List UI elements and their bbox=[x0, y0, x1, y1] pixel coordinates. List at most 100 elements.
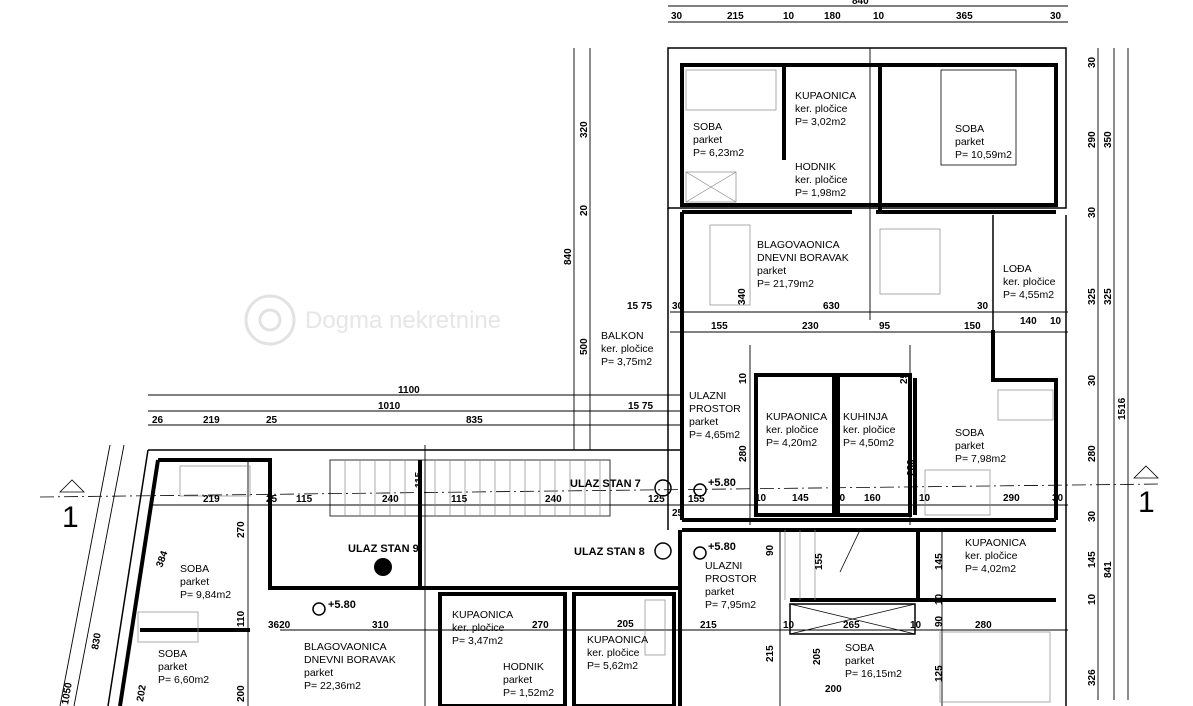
dimension-value: 30 bbox=[671, 11, 683, 22]
room-label-text: KUPAONICA bbox=[766, 411, 827, 423]
dimension-value: 830 bbox=[90, 632, 104, 651]
furniture bbox=[137, 69, 1054, 703]
dimension-value: 202 bbox=[135, 684, 149, 703]
dimension-value: 215 bbox=[727, 11, 744, 22]
dimension-value: 280 bbox=[1087, 445, 1098, 462]
dimension-value: 3620 bbox=[268, 620, 291, 631]
room-label-text: ker. pločice bbox=[843, 424, 896, 436]
room-label-text: P= 1,52m2 bbox=[503, 687, 554, 699]
dimension-value: 280 bbox=[738, 445, 749, 462]
dimension-value: 1100 bbox=[398, 385, 420, 396]
dimension-value: 25 bbox=[672, 508, 684, 519]
room-label-text: P= 6,23m2 bbox=[693, 147, 744, 159]
room-label-text: parket bbox=[757, 265, 786, 277]
dimension-value: 110 bbox=[236, 610, 247, 627]
dimension-value: 240 bbox=[382, 494, 399, 505]
dimension-value: 160 bbox=[864, 493, 881, 504]
room-label-text: HODNIK bbox=[503, 661, 544, 673]
dimension-value: 350 bbox=[1103, 131, 1114, 148]
room-label-text: parket bbox=[845, 655, 874, 667]
room-label-text: P= 9,84m2 bbox=[180, 589, 231, 601]
dimension-value: 200 bbox=[825, 684, 842, 695]
room-label-text: P= 10,59m2 bbox=[955, 149, 1012, 161]
room-label-text: parket bbox=[955, 440, 984, 452]
dimension-value: 115 bbox=[414, 471, 425, 488]
section-marker-left: 1 bbox=[62, 501, 79, 534]
room-label-text: P= 6,60m2 bbox=[158, 674, 209, 686]
room-label-text: ker. pločice bbox=[766, 424, 819, 436]
dimension-value: 26 bbox=[152, 415, 164, 426]
room-label-text: SOBA bbox=[693, 121, 722, 133]
room-label-text: parket bbox=[304, 667, 333, 679]
level-mark: +5.80 bbox=[708, 477, 736, 489]
dimension-value: 30 bbox=[1087, 374, 1098, 386]
entrance-arrow-icon bbox=[654, 542, 672, 560]
dimension-value: 215 bbox=[700, 620, 717, 631]
dimension-value: 630 bbox=[823, 301, 840, 312]
dimension-value: 840 bbox=[563, 248, 574, 265]
dimension-value: 205 bbox=[617, 619, 634, 630]
dimension-value: 1010 bbox=[378, 401, 401, 412]
room-label-text: P= 4,65m2 bbox=[689, 429, 740, 441]
dimension-value: 10 bbox=[755, 493, 767, 504]
room-label-text: KUPAONICA bbox=[795, 90, 856, 102]
room-label-text: P= 22,36m2 bbox=[304, 680, 361, 692]
level-mark: +5.80 bbox=[328, 599, 356, 611]
room-label-text: KUPAONICA bbox=[965, 537, 1026, 549]
dimension-value: 280 bbox=[975, 620, 992, 631]
dimension-value: 30 bbox=[1087, 206, 1098, 218]
dimension-value: 140 bbox=[1020, 316, 1037, 327]
dimension-value: 90 bbox=[765, 544, 776, 556]
room-label-text: SOBA bbox=[955, 427, 984, 439]
entrance-stan-9: ULAZ STAN 9 bbox=[348, 543, 419, 555]
room-label-text: HODNIK bbox=[795, 161, 836, 173]
room-label-text: P= 4,55m2 bbox=[1003, 289, 1054, 301]
walls-lower-unit bbox=[107, 449, 861, 706]
dimension-texts: 840 30 215 10 180 10 365 30 30 290 350 3… bbox=[60, 0, 1128, 706]
room-label-text: P= 3,75m2 bbox=[601, 356, 652, 368]
room-label-text: P= 4,50m2 bbox=[843, 437, 894, 449]
dimension-value: 145 bbox=[934, 553, 945, 570]
room-label-text: parket bbox=[503, 674, 532, 686]
dimension-value: 10 bbox=[783, 11, 795, 22]
room-label-text: PROSTOR bbox=[705, 573, 757, 585]
room-label-text: parket bbox=[689, 416, 718, 428]
dimension-value: 1516 bbox=[1117, 397, 1128, 420]
entrance-labels: ULAZ STAN 7 ULAZ STAN 8 ULAZ STAN 9 +5.8… bbox=[312, 477, 736, 616]
entrance-stan-7: ULAZ STAN 7 bbox=[570, 478, 641, 490]
room-label-text: ker. pločice bbox=[965, 550, 1018, 562]
room-label-text: P= 4,02m2 bbox=[965, 563, 1016, 575]
dimension-value: 95 bbox=[879, 321, 891, 332]
room-label-text: P= 5,62m2 bbox=[587, 660, 638, 672]
dimension-value: 1050 bbox=[60, 681, 75, 705]
room-label-text: DNEVNI BORAVAK bbox=[757, 252, 849, 264]
room-label-text: P= 4,20m2 bbox=[766, 437, 817, 449]
room-label-text: DNEVNI BORAVAK bbox=[304, 654, 396, 666]
dimension-value: 10 bbox=[1087, 593, 1098, 605]
room-label-text: KUPAONICA bbox=[587, 634, 648, 646]
dimension-value: 30 bbox=[1087, 56, 1098, 68]
dimension-value: 290 bbox=[1003, 493, 1020, 504]
dimension-value: 340 bbox=[737, 288, 748, 305]
entrance-arrow-icon bbox=[374, 558, 392, 576]
dimension-value: 155 bbox=[688, 494, 705, 505]
dimension-value: 290 bbox=[1087, 131, 1098, 148]
dimension-value: 10 bbox=[934, 593, 945, 605]
room-label-text: ker. pločice bbox=[601, 343, 654, 355]
dimension-value: 155 bbox=[814, 553, 825, 570]
room-label-text: LOĐA bbox=[1003, 263, 1032, 275]
dimension-value: 240 bbox=[545, 494, 562, 505]
